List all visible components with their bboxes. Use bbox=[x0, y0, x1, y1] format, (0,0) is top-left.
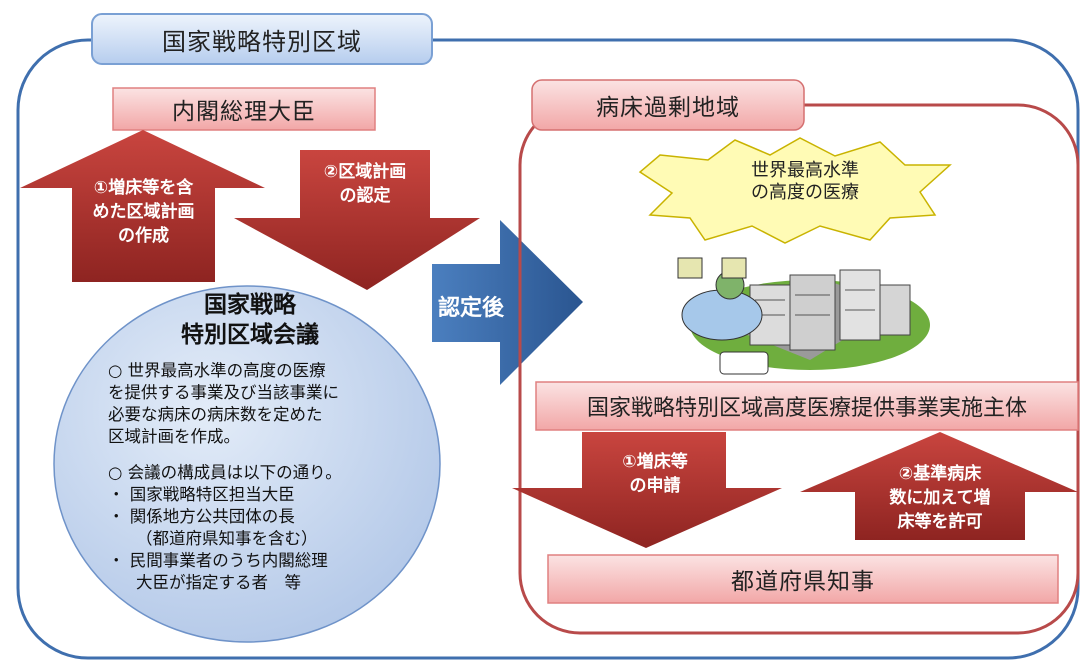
top-quality-text: 世界最高水準 の高度の医療 bbox=[751, 160, 859, 203]
approve-plan-text: ②区域計画 の認定 bbox=[323, 162, 407, 206]
apply-arrow bbox=[512, 432, 782, 548]
council-member-note: 大臣が指定する者 等 bbox=[136, 573, 301, 592]
hospital-illustration bbox=[677, 257, 930, 375]
zone-title-box bbox=[91, 13, 433, 65]
permit-text: ②基準病床 数に加えて増 床等を許可 bbox=[889, 464, 991, 532]
approve-plan-arrow bbox=[234, 150, 480, 290]
zone-title: 国家戦略特別区域 bbox=[162, 27, 362, 56]
prime-minister-box bbox=[112, 87, 376, 131]
council-description: ○ 世界最高水準の高度の医療 を提供する事業及び当該事業に 必要な病床の病床数を… bbox=[108, 360, 408, 594]
council-member-note: （都道府県知事を含む） bbox=[136, 529, 318, 548]
starburst-shape bbox=[638, 137, 952, 244]
council-member: ・ 民間事業者のうち内閣総理 bbox=[108, 551, 328, 570]
surplus-title-box bbox=[531, 79, 805, 131]
create-plan-text: ①増床等を含 めた区域計画 の作成 bbox=[92, 178, 195, 246]
permit-arrow bbox=[800, 432, 1078, 540]
prime-minister-label: 内閣総理大臣 bbox=[172, 99, 316, 125]
council-member: ・ 国家戦略特区担当大臣 bbox=[108, 485, 295, 504]
council-title: 国家戦略 特別区域会議 bbox=[181, 292, 319, 348]
approved-arrow bbox=[432, 220, 583, 385]
surplus-area-title: 病床過剰地域 bbox=[596, 95, 740, 121]
governor-box bbox=[547, 554, 1059, 604]
council-circle bbox=[53, 285, 441, 643]
apply-text: ①増床等 の申請 bbox=[622, 452, 688, 496]
council-point-2: ○ 会議の構成員は以下の通り。 bbox=[108, 463, 342, 482]
create-plan-arrow bbox=[20, 130, 265, 282]
approved-label: 認定後 bbox=[438, 296, 505, 321]
operator-box bbox=[535, 381, 1079, 431]
council-point-1: ○ 世界最高水準の高度の医療 を提供する事業及び当該事業に 必要な病床の病床数を… bbox=[108, 361, 339, 446]
council-member: ・ 関係地方公共団体の長 bbox=[108, 507, 295, 526]
governor-label: 都道府県知事 bbox=[731, 569, 875, 595]
operator-label: 国家戦略特別区域高度医療提供事業実施主体 bbox=[586, 396, 1027, 421]
